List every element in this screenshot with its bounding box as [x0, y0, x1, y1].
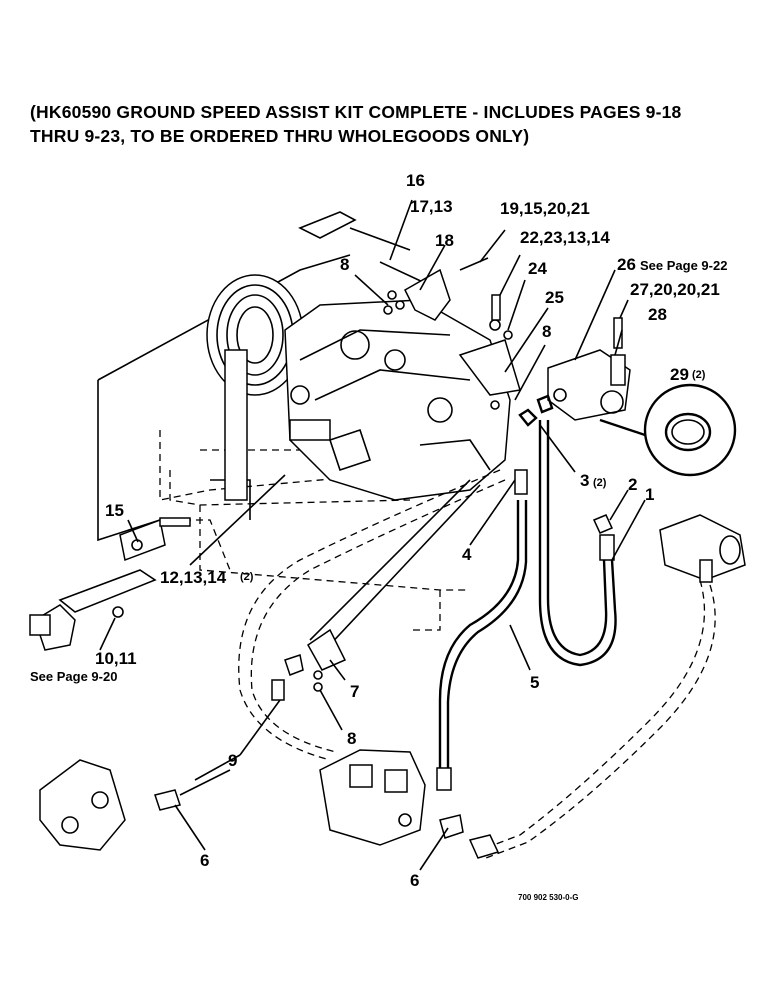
hoses	[436, 394, 617, 791]
lower-left-pump	[39, 759, 231, 851]
callout-29-qty: (2)	[692, 369, 706, 381]
callout-26-note: See Page 9-22	[640, 258, 727, 273]
callout-10-note: See Page 9-20	[30, 669, 117, 684]
callout-18: 18	[435, 231, 454, 250]
drive-pulley	[206, 274, 304, 501]
lower-valve	[319, 749, 464, 846]
callout-16: 16	[406, 171, 425, 190]
callout-9: 9	[228, 751, 237, 770]
callout-7: 7	[350, 682, 359, 701]
callout-3-qty: (2)	[593, 477, 607, 489]
return-hose	[468, 579, 716, 859]
callout-10-11: 10,11	[95, 649, 137, 668]
control-rod	[29, 517, 191, 651]
top-linkage	[298, 211, 489, 321]
callout-27: 27,20,20,21	[630, 280, 720, 299]
o-ring-detail	[599, 383, 737, 477]
callout-22: 22,23,13,14	[520, 228, 610, 247]
callout-17-13: 17,13	[410, 197, 453, 216]
callout-28: 28	[648, 305, 667, 324]
document-number: 700 902 530-0-G	[518, 893, 579, 902]
harness	[238, 469, 506, 761]
callout-24: 24	[528, 259, 547, 278]
leader-lines	[99, 199, 646, 871]
callout-15: 15	[105, 501, 124, 520]
callout-6-left: 6	[200, 851, 209, 870]
callout-26: 26	[617, 255, 636, 274]
callout-1: 1	[645, 485, 654, 504]
callout-8-top-left: 8	[340, 255, 349, 274]
valve-block-26	[547, 317, 631, 421]
callout-2: 2	[628, 475, 637, 494]
callout-12-qty: (2)	[240, 571, 254, 583]
callouts: 16 17,13 18 19,15,20,21 22,23,13,14 24 2…	[30, 171, 727, 902]
callout-12: 12,13,14	[160, 568, 227, 587]
right-cylinder	[659, 514, 746, 583]
callout-8-bottom: 8	[347, 729, 356, 748]
callout-5: 5	[530, 673, 539, 692]
hydraulic-pump	[284, 299, 511, 501]
callout-25: 25	[545, 288, 564, 307]
callout-6-right: 6	[410, 871, 419, 890]
callout-3: 3	[580, 471, 589, 490]
callout-19: 19,15,20,21	[500, 199, 590, 218]
callout-8-top-right: 8	[542, 322, 551, 341]
header-line-2: THRU 9-23, TO BE ORDERED THRU WHOLEGOODS…	[30, 126, 530, 146]
bracket-7	[271, 628, 347, 701]
callout-4: 4	[462, 545, 472, 564]
kit-header: (HK60590 GROUND SPEED ASSIST KIT COMPLET…	[30, 100, 750, 148]
header-line-1: (HK60590 GROUND SPEED ASSIST KIT COMPLET…	[30, 102, 682, 122]
callout-29: 29	[670, 365, 689, 384]
